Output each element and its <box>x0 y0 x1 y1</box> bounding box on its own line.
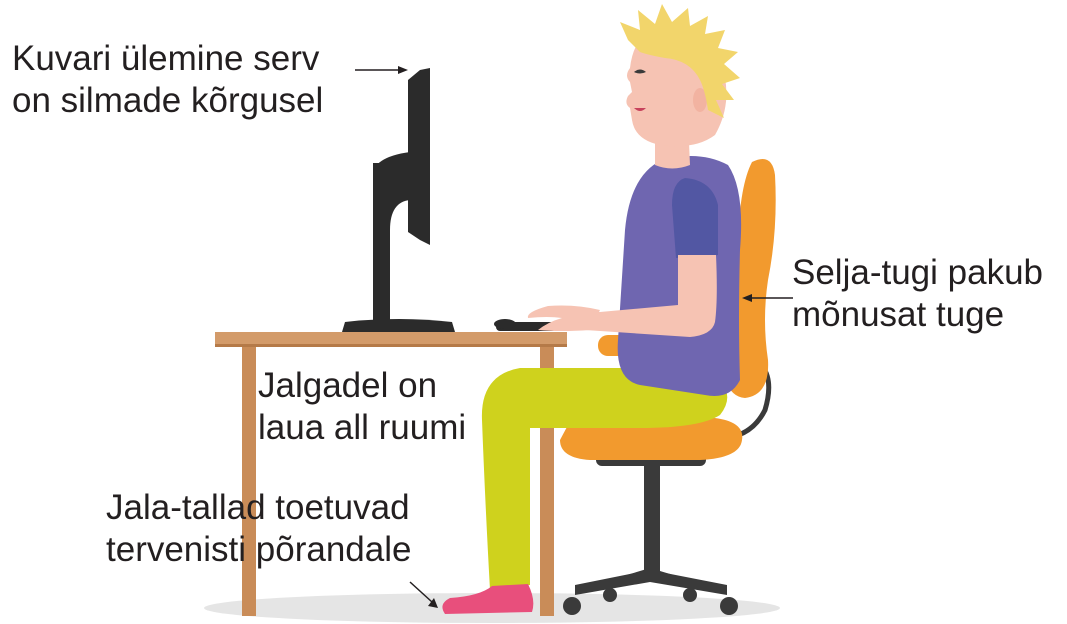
shoe <box>442 584 534 614</box>
person <box>442 4 742 614</box>
label-backrest-line2: mõnusat tuge <box>792 295 1005 334</box>
pants <box>481 368 728 590</box>
ear <box>693 88 707 112</box>
label-feet-line1: Jala-tallad toetuvad <box>106 488 410 527</box>
eye <box>634 69 646 74</box>
label-legroom: Jalgadel on laua all ruumi <box>258 365 466 449</box>
mouse <box>494 319 516 329</box>
hand <box>527 305 600 331</box>
label-backrest-line1: Selja-tugi pakub <box>792 253 1043 292</box>
label-monitor-top: Kuvari ülemine serv on silmade kõrgusel <box>12 38 323 122</box>
pointer-arrows <box>355 66 793 608</box>
monitor <box>342 68 455 332</box>
hair <box>620 4 740 118</box>
desk-leg-left <box>242 344 256 616</box>
label-legroom-line2: laua all ruumi <box>258 408 467 447</box>
label-feet: Jala-tallad toetuvad tervenisti põrandal… <box>106 487 411 571</box>
label-monitor-top-line1: Kuvari ülemine serv <box>12 39 320 78</box>
sleeve <box>672 178 718 258</box>
label-feet-line2: tervenisti põrandale <box>106 530 412 569</box>
label-backrest: Selja-tugi pakub mõnusat tuge <box>792 252 1043 336</box>
mouth <box>634 108 646 111</box>
monitor-base <box>342 319 455 332</box>
arm <box>571 255 717 337</box>
label-monitor-top-line2: on silmade kõrgusel <box>12 81 324 120</box>
label-legroom-line1: Jalgadel on <box>258 366 438 405</box>
monitor-screen <box>408 68 430 245</box>
chair-base <box>563 452 738 615</box>
chair-seat <box>560 418 743 460</box>
desk-top <box>215 332 567 346</box>
